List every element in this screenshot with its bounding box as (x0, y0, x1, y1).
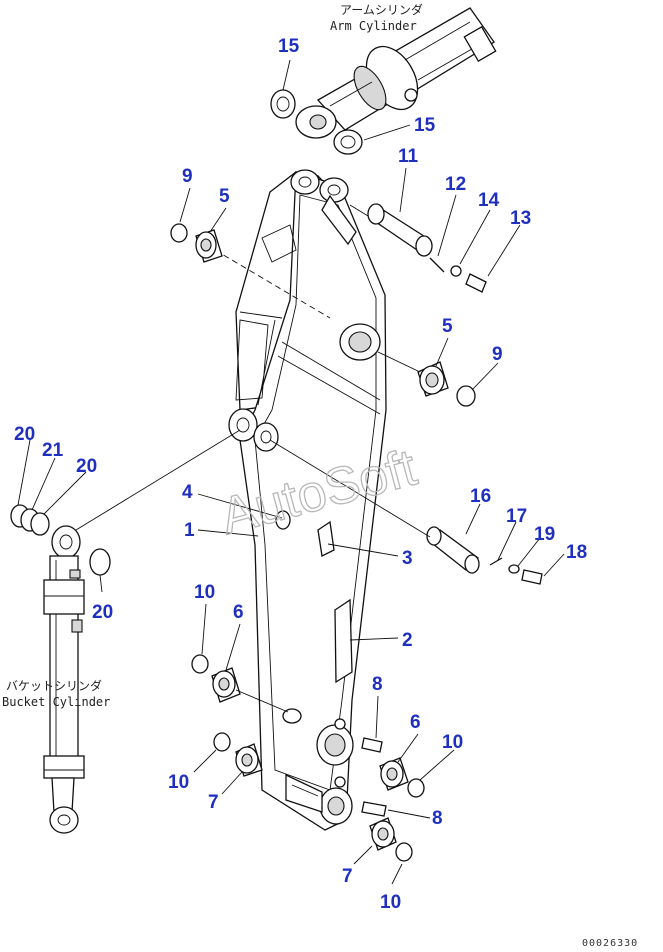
callout-16: 16 (470, 486, 491, 507)
callout-3: 3 (402, 548, 413, 569)
leader-lines (17, 59, 565, 885)
callout-2: 2 (402, 630, 413, 651)
callout-6-right: 6 (410, 712, 421, 733)
callout-12: 12 (445, 174, 466, 195)
callout-1: 1 (184, 520, 195, 541)
grease-fitting-8-upper (361, 737, 383, 753)
washer-9-left (170, 223, 188, 243)
callout-21: 21 (42, 440, 64, 461)
callout-20-right: 20 (76, 456, 97, 477)
callout-17: 17 (506, 506, 527, 527)
washer-15-lower (333, 129, 363, 155)
bolt-13 (465, 273, 487, 293)
bushing-6-right (379, 757, 409, 791)
washer-9-right (456, 385, 476, 407)
washer-20-lower (89, 548, 111, 576)
bucket-cylinder (43, 429, 241, 834)
callout-4: 4 (182, 482, 193, 503)
callout-8-upper: 8 (372, 674, 383, 695)
bushing-7-right (369, 817, 397, 851)
pin-12 (429, 257, 445, 273)
washer-10-lower-left (213, 732, 231, 752)
callout-14: 14 (478, 190, 500, 211)
pin-16 (426, 526, 480, 574)
arm-cylinder-caption-en: Arm Cylinder (330, 19, 417, 33)
callout-18: 18 (566, 542, 587, 563)
bushing-6-left (211, 667, 241, 703)
arm-body (228, 169, 387, 831)
callout-10-upper-left: 10 (194, 582, 215, 603)
pin-17 (489, 557, 503, 566)
washer-10-right-upper (407, 778, 425, 798)
callout-5-right: 5 (442, 316, 453, 337)
bucket-cylinder-caption-en: Bucket Cylinder (2, 695, 110, 709)
callout-7-right: 7 (342, 866, 353, 887)
callout-19: 19 (534, 524, 555, 545)
callout-15-upper: 15 (278, 36, 300, 57)
bushing-5-left (195, 229, 223, 263)
washer-10-bottom (395, 842, 413, 862)
washer-19 (508, 564, 520, 574)
callout-15-lower: 15 (414, 115, 436, 136)
grease-fitting-8-lower (361, 801, 387, 817)
washer-15-upper (270, 89, 296, 119)
bushing-7-left (235, 743, 263, 777)
callout-10-lower-left: 10 (168, 772, 189, 793)
callout-20-left: 20 (14, 424, 35, 445)
callout-8-lower: 8 (432, 808, 443, 829)
callout-9-left: 9 (182, 166, 193, 187)
callout-11: 11 (398, 146, 419, 167)
callout-10-right-upper: 10 (442, 732, 463, 753)
callout-7-left: 7 (208, 792, 219, 813)
callout-6-left: 6 (233, 602, 244, 623)
arm-cylinder (295, 7, 497, 139)
washer-10-upper-left (191, 654, 209, 674)
arm-cylinder-caption-jp: アームシリンダ (340, 2, 423, 17)
document-id: 00026330 (582, 938, 638, 949)
bushing-5-right (417, 361, 449, 397)
callout-13: 13 (510, 208, 531, 229)
callout-10-bottom: 10 (380, 892, 401, 913)
callouts: 15 15 9 5 11 12 14 13 5 9 20 21 20 4 16 … (14, 36, 587, 913)
washer-20-right (30, 512, 50, 536)
pin-11 (367, 203, 433, 257)
bolt-18 (521, 569, 543, 585)
callout-5-left: 5 (219, 186, 230, 207)
bucket-cylinder-caption-jp: バケットシリンダ (6, 678, 102, 693)
callout-20-lower: 20 (92, 602, 113, 623)
washer-14 (450, 265, 462, 277)
callout-9-right: 9 (492, 344, 503, 365)
